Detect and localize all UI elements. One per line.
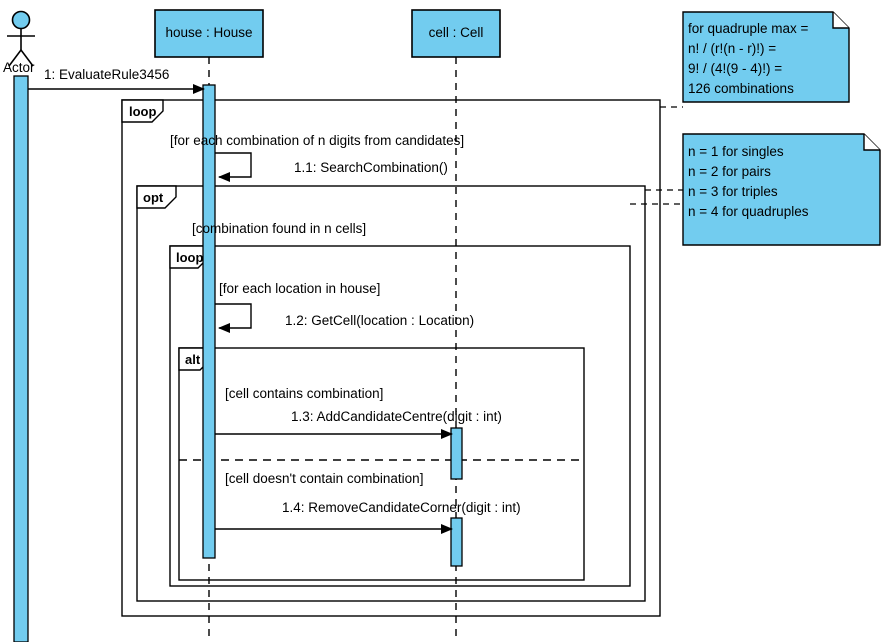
fragment-alt	[178, 347, 585, 581]
fragment-opt	[136, 185, 646, 602]
message-label-1-3: 1.3: AddCandidateCentre(digit : int)	[291, 409, 502, 424]
note-1-line-3: 9! / (4!(9 - 4)!) =	[688, 61, 783, 76]
message-label-1-2: 1.2: GetCell(location : Location)	[285, 313, 475, 328]
fragment-loop-inner	[169, 245, 631, 587]
fragment-tag-loop-inner: loop	[176, 250, 204, 265]
fragment-tag-opt: opt	[143, 190, 164, 205]
lifeline-title-cell: cell : Cell	[428, 25, 484, 40]
message-label-1-4: 1.4: RemoveCandidateCorner(digit : int)	[282, 500, 521, 515]
message-arrow-1-2	[215, 303, 252, 333]
fragment-guard-alt-1: [cell contains combination]	[225, 386, 384, 401]
fragment-guard-loop-inner: [for each location in house]	[219, 281, 381, 296]
note-1-line-1: for quadruple max =	[688, 21, 809, 36]
note-1-line-4: 126 combinations	[688, 81, 794, 96]
actor-activation-bar	[13, 75, 29, 642]
actor-figure	[7, 10, 35, 67]
actor-label: Actor	[3, 60, 35, 75]
note-2-line-1: n = 1 for singles	[688, 144, 784, 159]
activation-bar-house	[202, 84, 216, 559]
message-label-1: 1: EvaluateRule3456	[44, 67, 170, 82]
note-2-line-3: n = 3 for triples	[688, 184, 778, 199]
fragment-tag-loop-outer: loop	[129, 104, 157, 119]
note-1-line-2: n! / (r!(n - r)!) =	[688, 41, 777, 56]
lifeline-title-house: house : House	[165, 25, 253, 40]
activation-bar-cell-remove	[450, 517, 463, 567]
fragment-tag-alt: alt	[185, 352, 201, 367]
fragment-loop-outer	[121, 99, 661, 617]
message-arrow-1-1	[215, 152, 252, 182]
note-2-line-4: n = 4 for quadruples	[688, 204, 809, 219]
fragment-guard-loop-outer: [for each combination of n digits from c…	[170, 133, 465, 148]
lifeline-head-cell	[411, 9, 501, 58]
activation-bar-cell-add	[450, 427, 463, 480]
fragment-guard-opt: [combination found in n cells]	[192, 221, 367, 236]
note-quadruple-formula	[682, 11, 850, 103]
message-label-1-1: 1.1: SearchCombination()	[294, 160, 448, 175]
fragment-guard-alt-2: [cell doesn't contain combination]	[225, 471, 424, 486]
note-n-values	[682, 133, 881, 246]
note-2-line-2: n = 2 for pairs	[688, 164, 771, 179]
